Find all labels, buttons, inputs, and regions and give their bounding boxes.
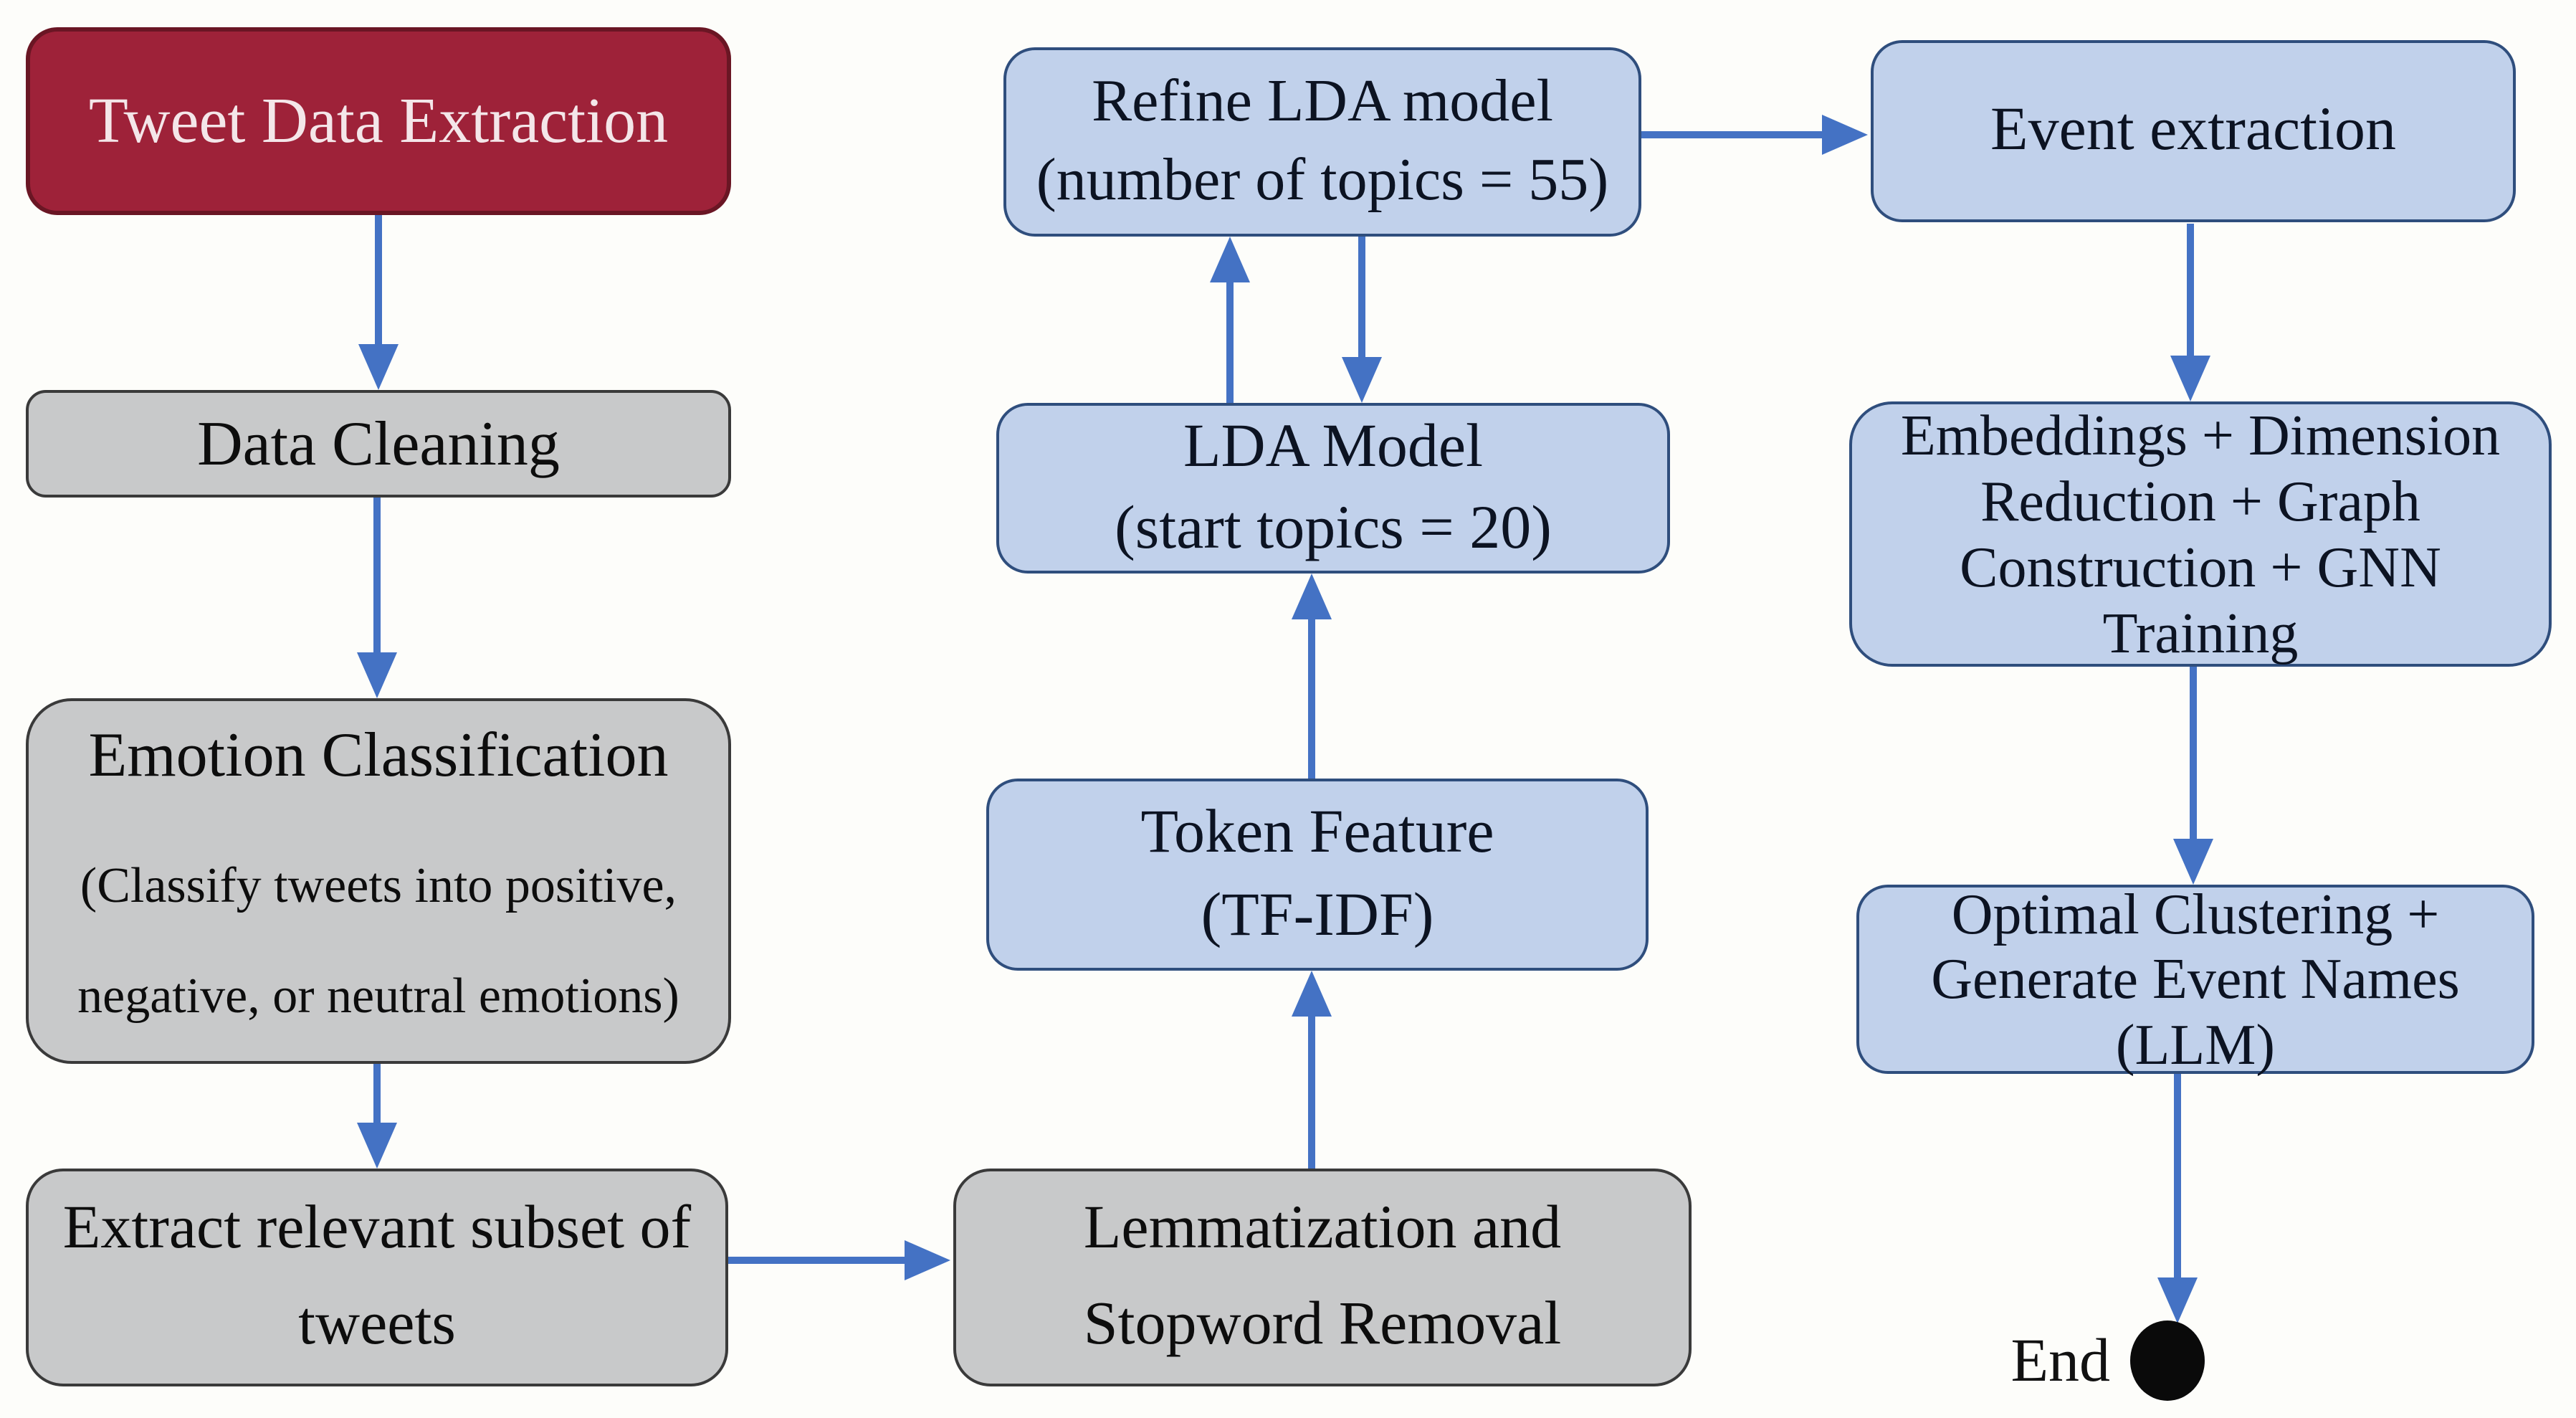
node-event-extraction: Event extraction bbox=[1871, 40, 2516, 222]
node-line: Optimal Clustering + bbox=[1951, 882, 2440, 947]
end-circle-icon bbox=[2130, 1321, 2205, 1401]
node-embeddings-gnn-training: Embeddings + Dimension Reduction + Graph… bbox=[1849, 401, 2552, 667]
node-optimal-clustering-llm: Optimal Clustering + Generate Event Name… bbox=[1856, 882, 2534, 1077]
arrow-token-to-lda bbox=[1292, 574, 1332, 779]
node-label: Tweet Data Extraction bbox=[88, 85, 669, 156]
node-title: Emotion Classification bbox=[88, 719, 669, 790]
node-data-cleaning: Data Cleaning bbox=[26, 390, 731, 498]
node-line: Refine LDA model bbox=[1092, 68, 1553, 135]
arrow-refine-to-lda bbox=[1342, 237, 1382, 403]
node-lda-model: LDA Model (start topics = 20) bbox=[996, 403, 1670, 574]
node-line: (number of topics = 55) bbox=[1036, 148, 1609, 214]
node-line: LDA Model bbox=[1183, 412, 1484, 480]
node-line: Lemmatization and bbox=[1083, 1194, 1562, 1262]
node-line: tweets bbox=[298, 1290, 456, 1358]
node-extract-relevant-subset: Extract relevant subset of tweets bbox=[26, 1169, 728, 1386]
node-tweet-data-extraction: Tweet Data Extraction bbox=[26, 27, 731, 215]
arrow-clustering-to-end bbox=[2157, 1074, 2198, 1323]
node-line: Embeddings + Dimension bbox=[1900, 402, 2501, 467]
arrow-lda-to-refine bbox=[1210, 237, 1250, 403]
node-lemmatization-stopword: Lemmatization and Stopword Removal bbox=[953, 1169, 1692, 1386]
node-subtitle-line: negative, or neutral emotions) bbox=[77, 968, 679, 1024]
node-line: Stopword Removal bbox=[1083, 1290, 1562, 1358]
node-label: Event extraction bbox=[1990, 96, 2396, 164]
node-label: Data Cleaning bbox=[197, 408, 560, 479]
end-label: End bbox=[2010, 1327, 2110, 1394]
node-line: (LLM) bbox=[2115, 1012, 2276, 1077]
arrow-emotion-to-extract bbox=[357, 1064, 397, 1169]
node-line: Training bbox=[2102, 600, 2299, 665]
node-line: Generate Event Names bbox=[1931, 946, 2460, 1012]
arrow-cleaning-to-emotion bbox=[357, 498, 397, 698]
node-line: Token Feature bbox=[1140, 798, 1494, 866]
arrow-tweet-to-cleaning bbox=[358, 215, 399, 390]
node-subtitle-line: (Classify tweets into positive, bbox=[80, 857, 677, 914]
end-terminal: End bbox=[1978, 1321, 2205, 1401]
node-line: (TF-IDF) bbox=[1201, 882, 1434, 949]
arrow-extract-to-lemmatization bbox=[728, 1240, 950, 1280]
node-refine-lda-model: Refine LDA model (number of topics = 55) bbox=[1003, 47, 1641, 237]
node-line: Extract relevant subset of bbox=[62, 1194, 692, 1262]
node-line: (start topics = 20) bbox=[1115, 494, 1552, 561]
node-line: Reduction + Graph bbox=[1980, 468, 2420, 533]
node-token-feature-tfidf: Token Feature (TF-IDF) bbox=[986, 779, 1649, 971]
arrow-lemmatization-to-token bbox=[1292, 971, 1332, 1169]
arrow-embeddings-to-clustering bbox=[2173, 667, 2213, 885]
arrow-refine-to-event bbox=[1641, 115, 1868, 155]
node-line: Construction + GNN bbox=[1960, 534, 2441, 599]
arrow-event-to-embeddings bbox=[2170, 224, 2210, 401]
node-emotion-classification: Emotion Classification (Classify tweets … bbox=[26, 698, 731, 1064]
